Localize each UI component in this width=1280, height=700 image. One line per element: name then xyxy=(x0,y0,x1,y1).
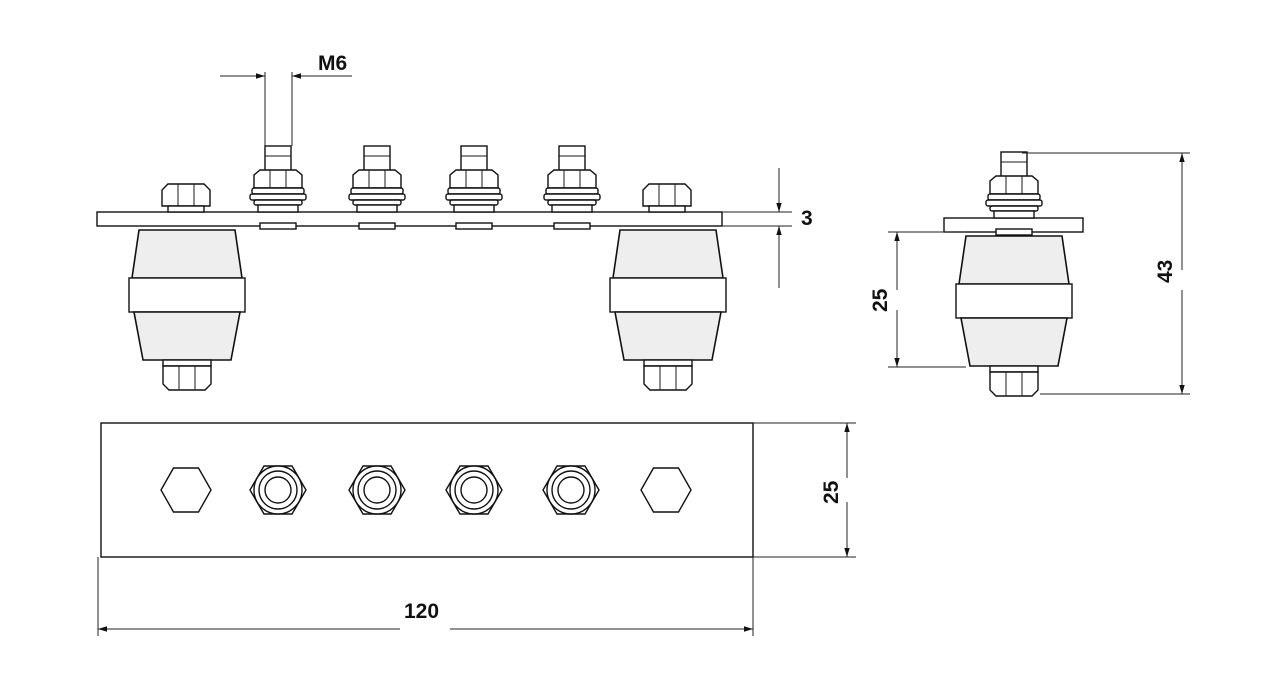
front-insulator-left xyxy=(128,229,246,391)
insulator-height-label: 25 xyxy=(869,288,892,312)
front-bolt-right xyxy=(642,183,692,213)
plate-length-dimension: 120 xyxy=(97,557,754,636)
plate-width-label: 25 xyxy=(820,480,843,504)
thickness-label: 3 xyxy=(801,207,813,230)
thread-label: M6 xyxy=(318,52,347,75)
insulator-height-dimension: 25 xyxy=(869,231,966,368)
front-insulator-right xyxy=(609,229,727,391)
top-view: 25 120 xyxy=(97,422,856,636)
side-view: 43 25 xyxy=(869,151,1190,397)
total-height-dimension: 43 xyxy=(1022,152,1190,395)
plate-length-label: 120 xyxy=(404,600,439,623)
front-bolt-left xyxy=(161,183,211,213)
front-plate xyxy=(96,211,723,227)
plate-width-dimension: 25 xyxy=(753,422,856,558)
side-insulator xyxy=(955,235,1073,397)
thread-dimension: M6 xyxy=(220,52,352,146)
total-height-label: 43 xyxy=(1154,260,1177,283)
thickness-dimension: 3 xyxy=(722,168,813,288)
front-view: M6 3 xyxy=(96,52,813,391)
